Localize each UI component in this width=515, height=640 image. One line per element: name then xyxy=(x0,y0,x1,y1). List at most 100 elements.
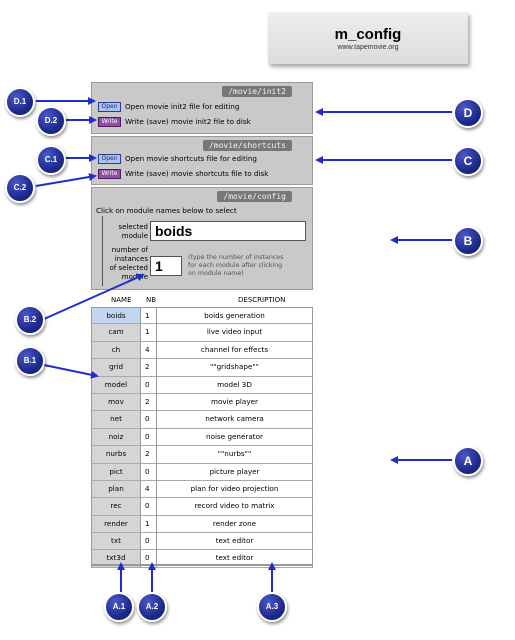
panel-init2: /movie/init2 Open Open movie init2 file … xyxy=(91,82,313,134)
module-name-cell[interactable]: noiz xyxy=(91,428,141,446)
selected-module-label: selected module xyxy=(106,223,148,241)
selected-module-field[interactable]: boids xyxy=(150,221,306,241)
panel-shortcuts-title: /movie/shortcuts xyxy=(202,140,292,151)
module-name-cell[interactable]: boids xyxy=(91,308,141,324)
init2-write-text: Write (save) movie init2 file to disk xyxy=(125,117,251,126)
panel-config-title: /movie/config xyxy=(217,191,292,202)
instances-note-line-1: (type the number of instances xyxy=(188,254,284,261)
instances-number-field[interactable]: 1 xyxy=(150,256,182,276)
module-description-cell: movie player xyxy=(157,393,313,411)
init2-open-button[interactable]: Open xyxy=(98,101,121,112)
instances-label-line-3: of selected xyxy=(109,264,148,272)
config-instruction: Click on module names below to select xyxy=(96,206,237,215)
module-name-cell[interactable]: nurbs xyxy=(91,446,141,463)
shortcuts-write-button[interactable]: Write xyxy=(98,168,121,179)
module-name-cell[interactable]: cam xyxy=(91,324,141,341)
module-description-cell: model 3D xyxy=(157,376,313,393)
module-name-cell[interactable]: rec xyxy=(91,498,141,515)
panel-init2-title: /movie/init2 xyxy=(222,86,292,97)
marker-a3: A.3 xyxy=(257,592,287,622)
shortcuts-open-button[interactable]: Open xyxy=(98,153,121,164)
module-description-cell: channel for effects xyxy=(157,341,313,359)
init2-open-text: Open movie init2 file for editing xyxy=(125,102,240,111)
header-nb: NB xyxy=(146,296,157,304)
module-name-cell[interactable]: model xyxy=(91,376,141,393)
logo-url: www.tapemovie.org xyxy=(337,44,399,51)
init2-write-button[interactable]: Write xyxy=(98,116,121,127)
module-name-cell[interactable]: ch xyxy=(91,341,141,359)
logo-title: m_config xyxy=(334,26,402,43)
module-nb-cell: 0 xyxy=(141,533,157,550)
module-name-cell[interactable]: grid xyxy=(91,359,141,376)
marker-b2: B.2 xyxy=(15,305,45,335)
module-description-cell: record video to matrix xyxy=(157,498,313,515)
marker-b1: B.1 xyxy=(15,346,45,376)
instances-label: number of instances of selected module xyxy=(96,246,148,282)
instances-label-line-2: instances xyxy=(114,255,148,263)
module-name-cell[interactable]: pict xyxy=(91,463,141,480)
module-nb-cell: 0 xyxy=(141,463,157,480)
instances-note-line-3: on module name) xyxy=(188,270,244,277)
module-nb-cell: 0 xyxy=(141,411,157,428)
shortcuts-write-text: Write (save) movie shortcuts file to dis… xyxy=(125,169,269,178)
module-description-cell: plan for video projection xyxy=(157,480,313,498)
arrow-b1 xyxy=(43,364,99,379)
panel-config: /movie/config Click on module names belo… xyxy=(91,187,313,290)
marker-c: C xyxy=(453,146,483,176)
arrow-b2 xyxy=(43,273,145,320)
module-nb-cell: 0 xyxy=(141,550,157,567)
marker-b: B xyxy=(453,226,483,256)
module-name-cell[interactable]: render xyxy=(91,515,141,533)
module-nb-cell: 2 xyxy=(141,393,157,411)
instances-note-line-2: for each module after clicking xyxy=(188,262,283,269)
header-description: DESCRIPTION xyxy=(238,296,286,304)
module-description-cell: ""gridshape"" xyxy=(157,359,313,376)
module-description-cell: text editor xyxy=(157,550,313,567)
selected-label-line-1: selected xyxy=(118,223,148,231)
module-description-cell: ""nurbs"" xyxy=(157,446,313,463)
marker-d1: D.1 xyxy=(5,87,35,117)
module-name-cell[interactable]: mov xyxy=(91,393,141,411)
marker-c2: C.2 xyxy=(5,173,35,203)
module-nb-cell: 4 xyxy=(141,341,157,359)
instances-label-line-1: number of xyxy=(111,246,148,254)
module-nb-cell: 4 xyxy=(141,480,157,498)
module-nb-cell: 0 xyxy=(141,376,157,393)
marker-a1: A.1 xyxy=(104,592,134,622)
module-name-cell[interactable]: net xyxy=(91,411,141,428)
header-name: NAME xyxy=(111,296,132,304)
marker-a: A xyxy=(453,446,483,476)
shortcuts-write-row: Write Write (save) movie shortcuts file … xyxy=(98,168,268,179)
selected-label-line-2: module xyxy=(121,232,148,240)
marker-a2: A.2 xyxy=(137,592,167,622)
module-name-cell[interactable]: txt xyxy=(91,533,141,550)
logo-box: m_config www.tapemovie.org xyxy=(268,12,468,64)
instances-label-line-4: module xyxy=(121,273,148,281)
instances-note: (type the number of instances for each m… xyxy=(188,254,283,278)
module-name-cell[interactable]: txt3d xyxy=(91,550,141,567)
module-nb-cell: 2 xyxy=(141,446,157,463)
module-description-cell: boids generation xyxy=(157,308,313,324)
config-bracket-line xyxy=(102,216,103,286)
marker-d2: D.2 xyxy=(36,106,66,136)
module-name-cell[interactable]: plan xyxy=(91,480,141,498)
panel-shortcuts: /movie/shortcuts Open Open movie shortcu… xyxy=(91,136,313,185)
marker-d: D xyxy=(453,98,483,128)
module-description-cell: text editor xyxy=(157,533,313,550)
